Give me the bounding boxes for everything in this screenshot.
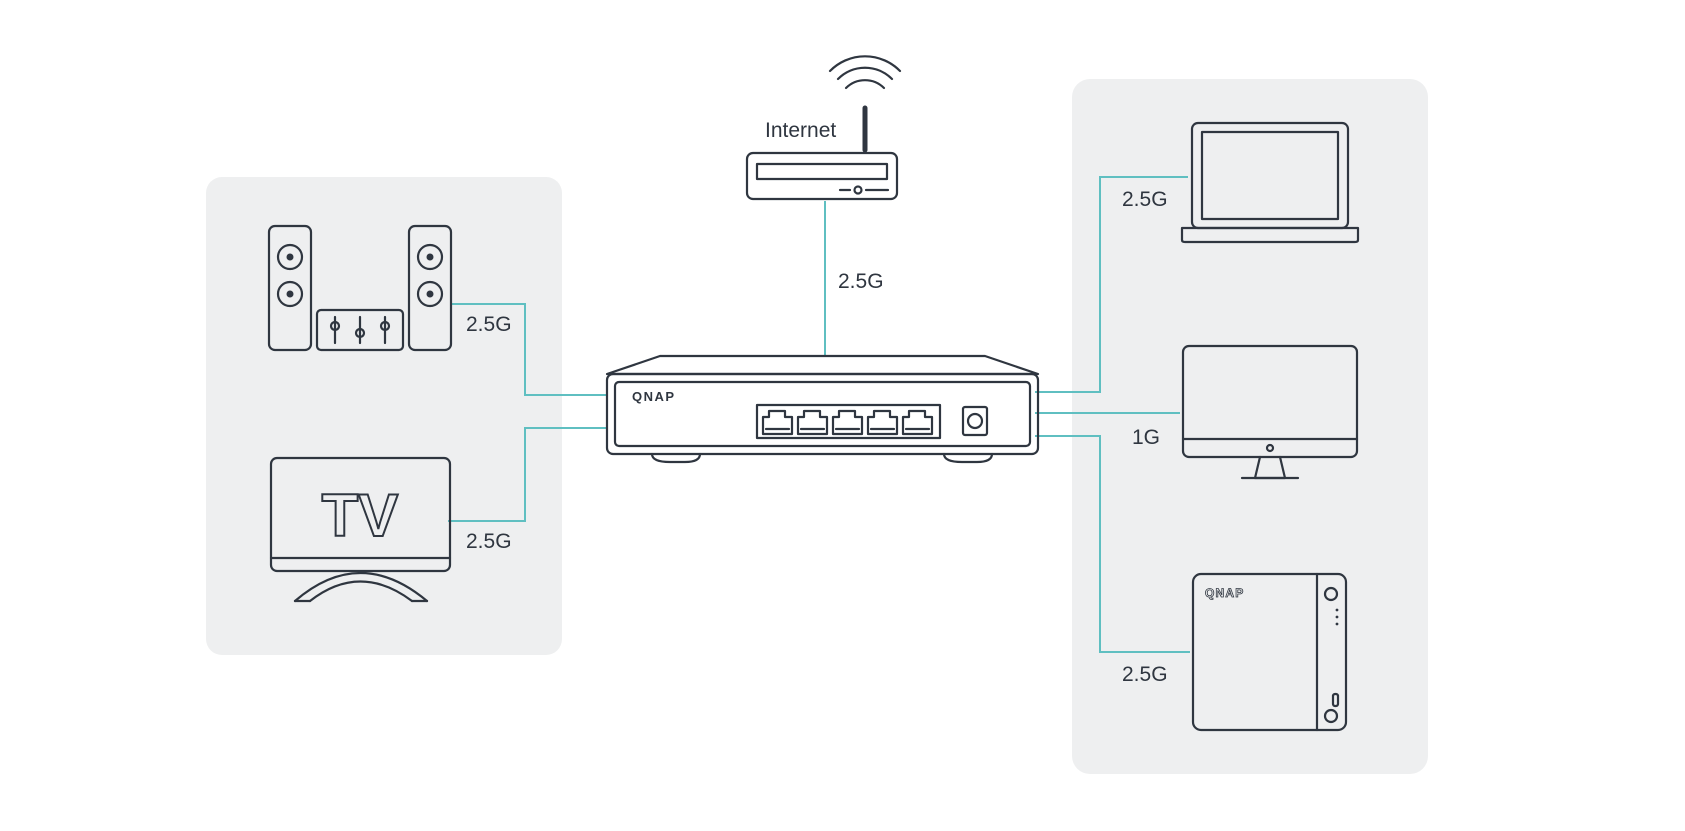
port-block: [755, 403, 942, 440]
speakers-link-speed: 2.5G: [466, 313, 512, 336]
wifi-router-icon: [745, 55, 902, 201]
ethernet-port-icon: [796, 409, 829, 436]
nas-icon: [1191, 572, 1348, 732]
ethernet-port-icon: [831, 409, 864, 436]
ethernet-port-icon: [901, 409, 934, 436]
monitor-link-speed: 1G: [1132, 426, 1160, 449]
ethernet-port-icon: [761, 409, 794, 436]
switch-brand-logo: QNAP: [632, 389, 676, 404]
nas-link-line: [1035, 435, 1190, 653]
speakers-link-line: [450, 303, 607, 396]
left-device-panel: [206, 177, 562, 655]
tv-link-line: [448, 427, 607, 522]
connection-lines: [448, 176, 1190, 653]
laptop-link-line: [1035, 176, 1188, 393]
laptop-icon: [1180, 121, 1360, 244]
tv-icon: [269, 456, 452, 603]
ethernet-port-icon: [866, 409, 899, 436]
right-device-panel: [1072, 79, 1428, 774]
tv-screen-text: TV: [322, 482, 399, 549]
tv-link-speed: 2.5G: [466, 530, 512, 553]
nas-link-speed: 2.5G: [1122, 663, 1168, 686]
laptop-link-speed: 2.5G: [1122, 188, 1168, 211]
switch-ports: [755, 403, 942, 440]
internet-label: Internet: [765, 119, 836, 142]
router-link-speed: 2.5G: [838, 270, 884, 293]
nas-brand-logo: QNAP: [1205, 586, 1244, 600]
network-switch-icon: [605, 354, 1040, 464]
speaker-system-icon: [267, 224, 453, 352]
desktop-monitor-icon: [1181, 344, 1359, 480]
